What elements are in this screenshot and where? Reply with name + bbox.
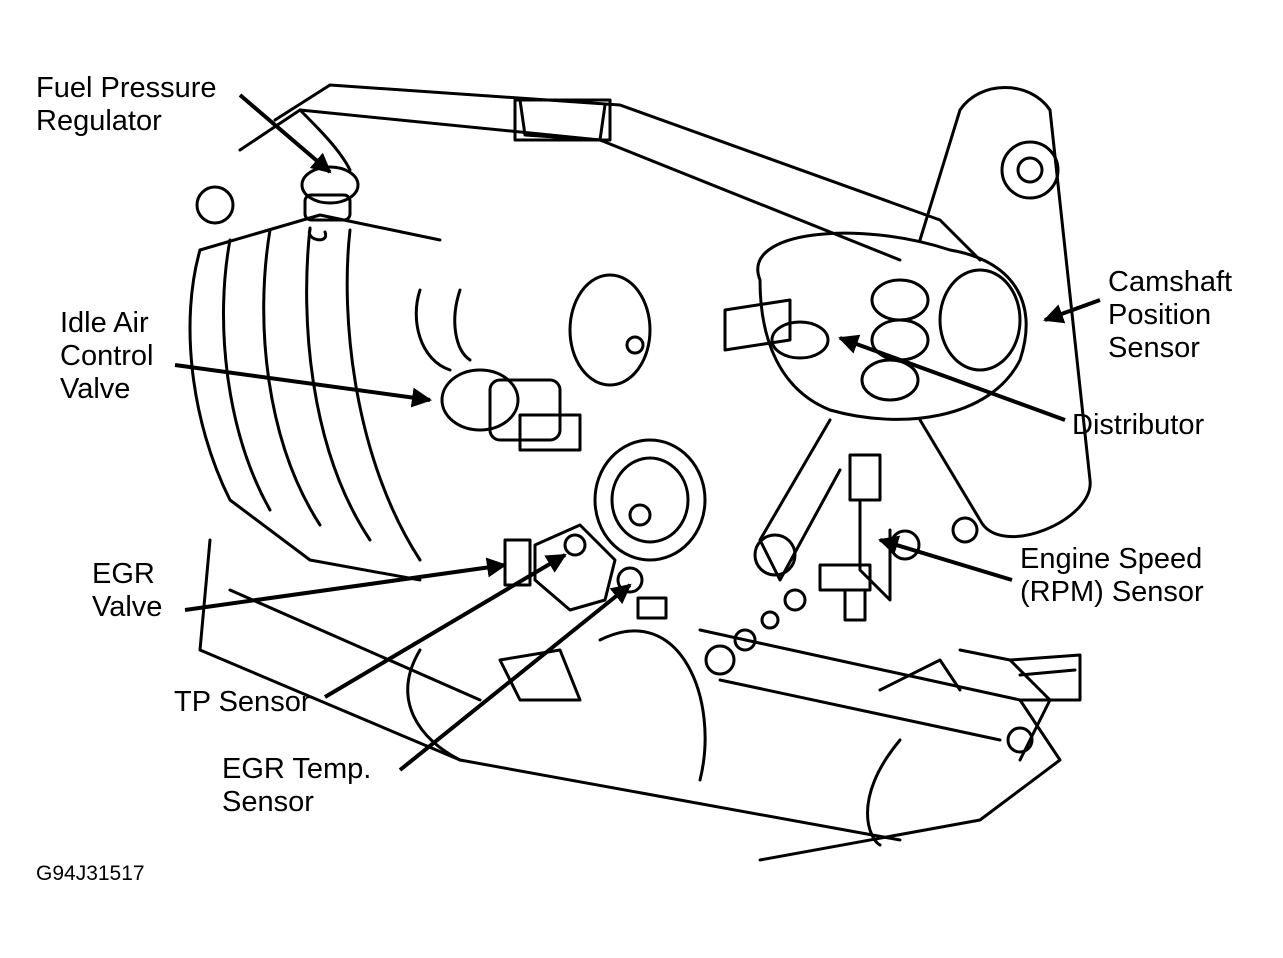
label-idle-air-control-valve: Idle Air Control Valve <box>60 307 154 405</box>
label-egr-temp-sensor: EGR Temp. Sensor <box>222 753 372 818</box>
figure-id: G94J31517 <box>36 862 145 885</box>
label-distributor: Distributor <box>1072 409 1205 441</box>
label-egr-valve: EGR Valve <box>92 558 163 623</box>
label-tp-sensor: TP Sensor <box>174 686 311 718</box>
label-camshaft-position-sensor: Camshaft Position Sensor <box>1108 266 1233 364</box>
label-engine-speed-sensor: Engine Speed (RPM) Sensor <box>1020 543 1204 608</box>
label-fuel-pressure-regulator: Fuel Pressure Regulator <box>36 72 217 137</box>
